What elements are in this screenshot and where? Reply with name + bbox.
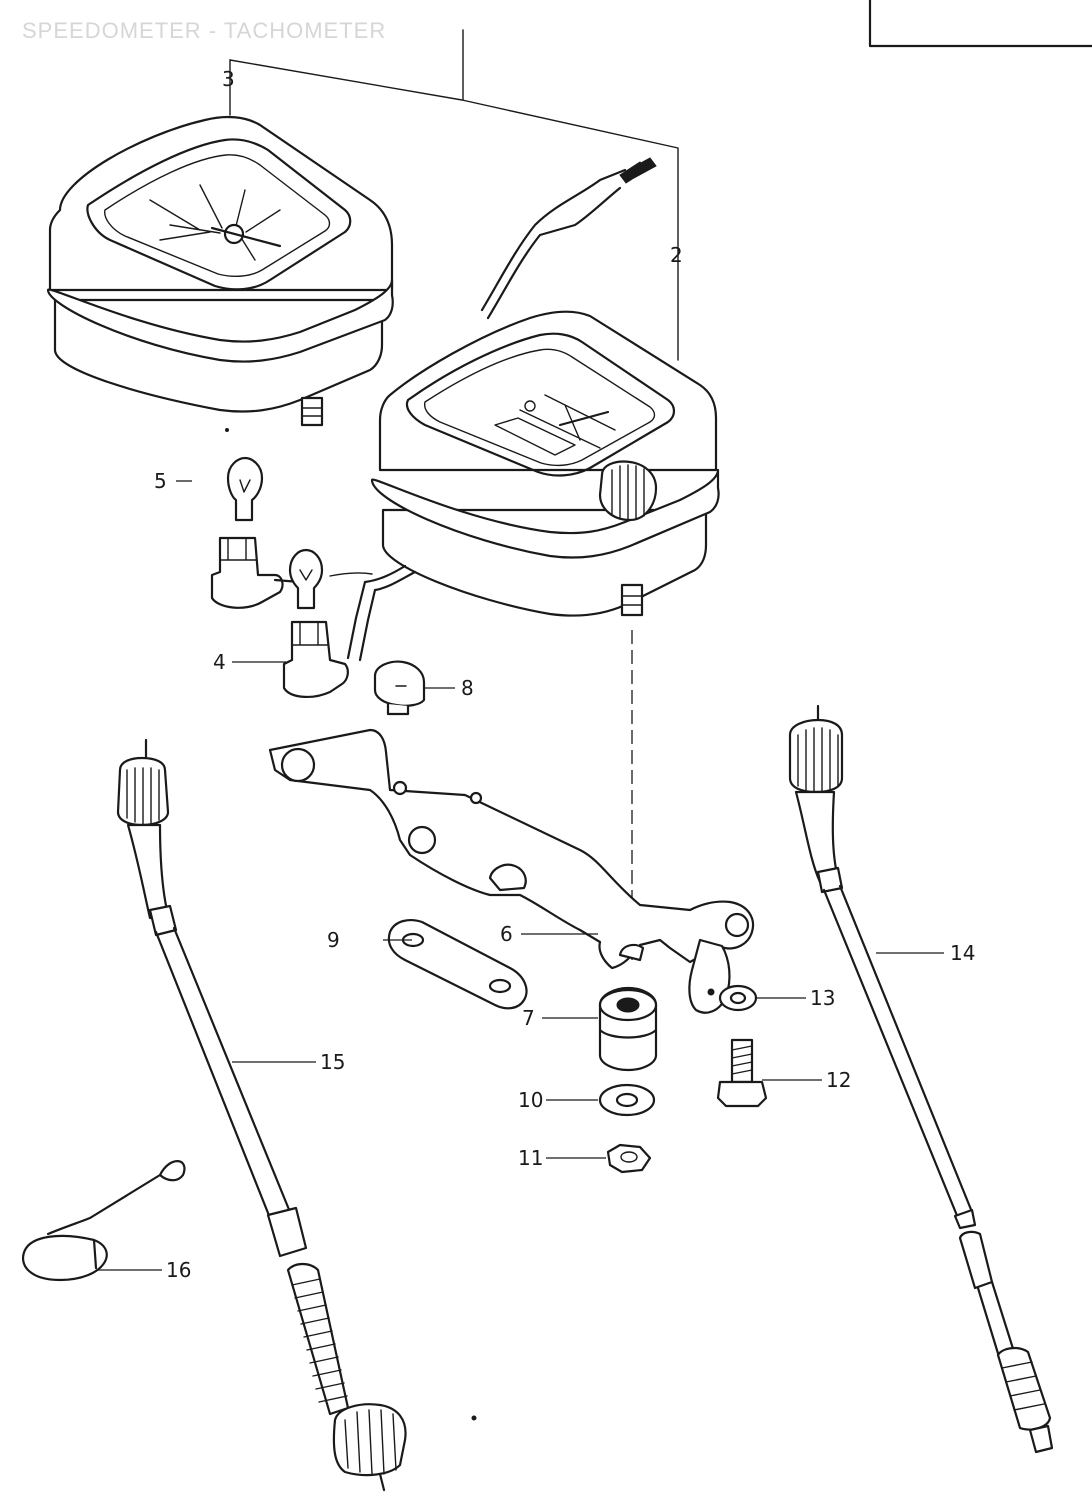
callout-15: 15 [320, 1050, 345, 1074]
callout-3: 3 [222, 67, 235, 91]
callout-9: 9 [327, 928, 340, 952]
corner-frame [868, 0, 1092, 48]
wiring-harness [329, 564, 417, 662]
diagram-title: SPEEDOMETER - TACHOMETER [22, 18, 386, 43]
callout-11: 11 [518, 1146, 543, 1170]
callout-6: 6 [500, 922, 513, 946]
callout-4: 4 [213, 650, 226, 674]
speedometer-cable [116, 738, 407, 1492]
mounting-plate [387, 919, 528, 1010]
tachometer-gauge [46, 115, 394, 427]
callout-5: 5 [154, 469, 167, 493]
bulb-socket-upper [210, 536, 302, 609]
rubber-cap [373, 660, 426, 716]
bolt [716, 1038, 768, 1108]
rubber-damper [598, 986, 658, 1072]
callout-labels: 3 2 5 4 8 9 6 7 10 11 12 13 14 15 16 [154, 67, 975, 1282]
callout-10: 10 [518, 1088, 543, 1112]
bulb-2 [288, 548, 324, 610]
speck-mark [225, 428, 229, 432]
callout-8: 8 [461, 676, 474, 700]
callout-13: 13 [810, 986, 835, 1010]
mounting-bracket [268, 728, 755, 1014]
leader-lines [96, 480, 944, 1271]
callout-16: 16 [166, 1258, 191, 1282]
callout-14: 14 [950, 941, 975, 965]
bulb [226, 456, 264, 522]
washer-13 [718, 984, 758, 1012]
nut [606, 1143, 652, 1174]
callout-2: 2 [670, 243, 683, 267]
assembly-bracket [229, 29, 679, 361]
callout-12: 12 [826, 1068, 851, 1092]
tachometer-cable [788, 704, 1054, 1454]
cable-clip [22, 1160, 186, 1282]
speck-mark [471, 1415, 477, 1421]
speedometer-gauge [370, 157, 720, 617]
callout-7: 7 [522, 1006, 535, 1030]
bulb-socket-lower [282, 620, 349, 698]
washer-10 [598, 1083, 656, 1117]
